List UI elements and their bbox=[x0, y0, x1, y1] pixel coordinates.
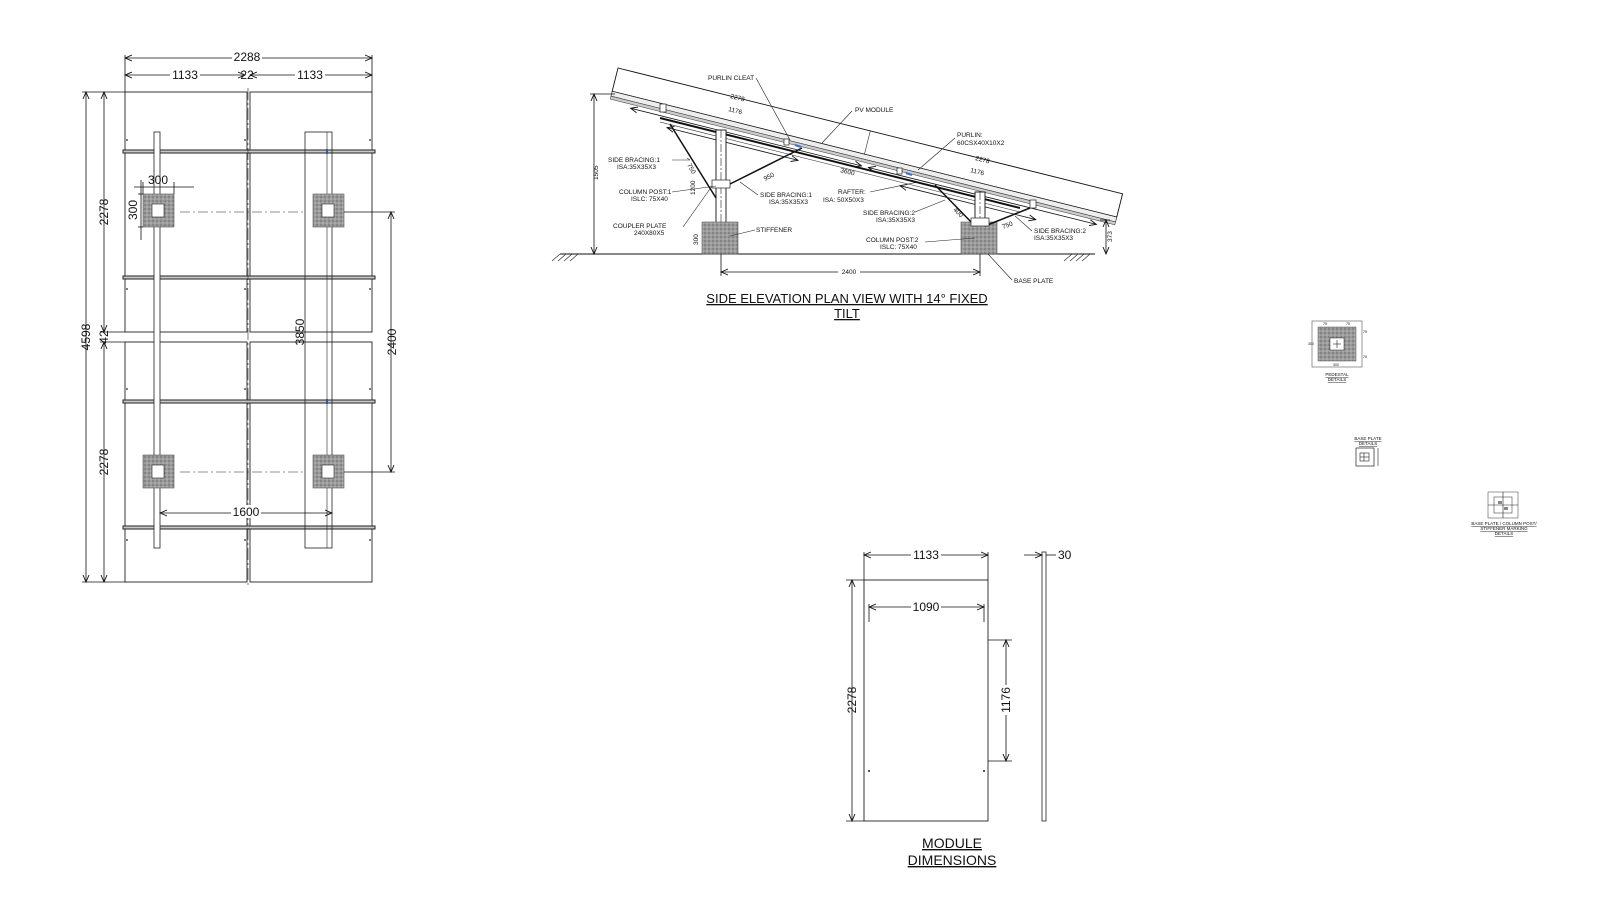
side-elevation-title-line2: TILT bbox=[834, 306, 860, 321]
coupler-detail-title-2: STIFFENER MARKING bbox=[1480, 526, 1528, 531]
module-panel-bottom-right bbox=[249, 341, 373, 583]
label-coupler-plate: COUPLER PLATE bbox=[613, 223, 667, 230]
label-column-post-2: COLUMN POST:2 bbox=[866, 237, 919, 244]
pedestal-dim-6: 300 bbox=[1308, 342, 1314, 346]
dim-module-mount-span: 1176 bbox=[999, 687, 1013, 713]
dim-cleat-a: 1176 bbox=[728, 106, 744, 116]
label-purlin: PURLIN: bbox=[957, 132, 983, 139]
pedestal-detail-title-2: DETAILS bbox=[1328, 377, 1346, 382]
dim-module-height: 2278 bbox=[845, 686, 859, 713]
dim-post-span-outer: 2400 bbox=[385, 328, 399, 355]
dim-brace-a: 750 bbox=[685, 163, 697, 176]
label-side-bracing-2: SIDE BRACING:2 bbox=[863, 210, 915, 217]
base-plate-title-2: DETAILS bbox=[1359, 441, 1377, 446]
pedestal-detail: 75 75 300 75 75 300 PEDESTAL DETAILS bbox=[1308, 320, 1367, 382]
label-rafter: RAFTER: bbox=[838, 189, 866, 196]
label-base-plate: BASE PLATE bbox=[1014, 278, 1054, 285]
dim-front-height: 1505 bbox=[593, 165, 600, 180]
dim-module-top: 2278 bbox=[97, 198, 111, 225]
module-dimensions-title-line1: MODULE bbox=[922, 835, 982, 851]
label-column-post-1-spec: ISLC: 75X40 bbox=[631, 196, 668, 203]
plan-view: 2288 1133 22 1133 4598 2278 2278 42 300 … bbox=[79, 50, 399, 586]
pedestal-dim-3: 300 bbox=[1333, 363, 1339, 367]
module-dimensions: 1133 30 1090 2278 1176 MODULE DIMENSIONS bbox=[845, 548, 1072, 868]
dim-rear-height: 373 bbox=[1107, 231, 1114, 242]
dim-pedestal-width: 300 bbox=[148, 173, 168, 187]
pedestal-dim-2: 75 bbox=[1346, 322, 1350, 326]
dim-post-span-vertical: 3850 bbox=[293, 318, 307, 345]
dim-gap: 22 bbox=[240, 68, 254, 82]
label-stiffener: STIFFENER bbox=[756, 227, 792, 234]
dim-brace-c: 400 bbox=[952, 206, 965, 219]
dim-brace-d: 750 bbox=[1001, 220, 1014, 230]
dim-module-length-b: 2278 bbox=[975, 155, 991, 165]
purlin-cleats bbox=[659, 103, 1037, 209]
dim-brace-b: 950 bbox=[763, 171, 776, 182]
label-coupler-plate-spec: 240X80X5 bbox=[634, 230, 665, 237]
dim-mid-gap: 42 bbox=[97, 330, 111, 344]
dim-post-height: 1200 bbox=[690, 180, 697, 195]
pedestal-detail-title-1: PEDESTAL bbox=[1325, 372, 1349, 377]
pedestal-2 bbox=[960, 221, 998, 255]
label-side-bracing-2b: SIDE BRACING:2 bbox=[1034, 228, 1086, 235]
label-side-bracing-1b-spec: ISA:35X35X3 bbox=[769, 199, 808, 206]
dim-module-length-a: 2278 bbox=[730, 93, 746, 103]
pedestals bbox=[142, 193, 345, 489]
pedestal-dim-4: 75 bbox=[1363, 330, 1367, 334]
side-elevation-title-line1: SIDE ELEVATION PLAN VIEW WITH 14° FIXED bbox=[706, 291, 987, 306]
label-side-bracing-1b: SIDE BRACING:1 bbox=[760, 192, 812, 199]
dim-rafter-length: 3600 bbox=[840, 167, 856, 177]
module-outline bbox=[863, 579, 989, 822]
dim-module-inner-width: 1090 bbox=[913, 600, 940, 614]
dim-half-left: 1133 bbox=[172, 68, 198, 82]
dim-pedestal-height: 300 bbox=[693, 234, 700, 245]
coupler-detail: BASE PLATE / COLUMN POST/ STIFFENER MARK… bbox=[1471, 491, 1537, 536]
dim-cleat-b: 1176 bbox=[970, 167, 986, 177]
module-side-profile bbox=[1041, 551, 1047, 822]
label-purlin-cleat: PURLIN CLEAT bbox=[708, 75, 754, 82]
pedestal-1 bbox=[701, 221, 739, 255]
side-bracing bbox=[669, 123, 1031, 227]
label-side-bracing-2-spec: ISA:35X35X3 bbox=[876, 217, 915, 224]
dim-module-bottom: 2278 bbox=[97, 448, 111, 475]
dim-pedestal-height: 300 bbox=[126, 200, 140, 220]
base-plate-detail: BASE PLATE DETAILS bbox=[1354, 436, 1382, 467]
coupler-detail-title-1: BASE PLATE / COLUMN POST/ bbox=[1471, 521, 1537, 526]
label-side-bracing-1: SIDE BRACING:1 bbox=[608, 157, 660, 164]
label-side-bracing-2b-spec: ISA:35X35X3 bbox=[1034, 235, 1073, 242]
side-elevation: 2278 2278 1176 1176 3600 1200 300 bbox=[551, 67, 1124, 321]
pedestal-dim-1: 75 bbox=[1323, 322, 1327, 326]
label-column-post-2-spec: ISLC: 75X40 bbox=[880, 244, 917, 251]
base-plate-title-1: BASE PLATE bbox=[1354, 436, 1381, 441]
coupler-detail-title-3: DETAILS bbox=[1495, 531, 1513, 536]
leaders bbox=[671, 77, 1033, 281]
ground-hatch bbox=[551, 253, 1091, 262]
dim-total-height: 4598 bbox=[79, 323, 93, 350]
dim-post-span: 2400 bbox=[842, 269, 857, 276]
module-dimensions-title-line2: DIMENSIONS bbox=[908, 852, 997, 868]
pedestal-dim-5: 75 bbox=[1363, 355, 1367, 359]
dim-module-thickness: 30 bbox=[1058, 548, 1072, 562]
label-column-post-1: COLUMN POST:1 bbox=[619, 189, 672, 196]
pv-modules bbox=[609, 67, 1124, 238]
dim-half-right: 1133 bbox=[297, 68, 323, 82]
label-pv-module: PV MODULE bbox=[855, 107, 894, 114]
label-side-bracing-1-spec: ISA:35X35X3 bbox=[617, 164, 656, 171]
dim-module-width: 1133 bbox=[913, 548, 939, 562]
dim-post-span-horizontal: 1600 bbox=[233, 505, 260, 519]
dim-total-width: 2288 bbox=[234, 50, 261, 64]
label-rafter-spec: ISA: 50X50X3 bbox=[823, 197, 864, 204]
label-purlin-spec: 60CSX40X10X2 bbox=[957, 140, 1005, 147]
